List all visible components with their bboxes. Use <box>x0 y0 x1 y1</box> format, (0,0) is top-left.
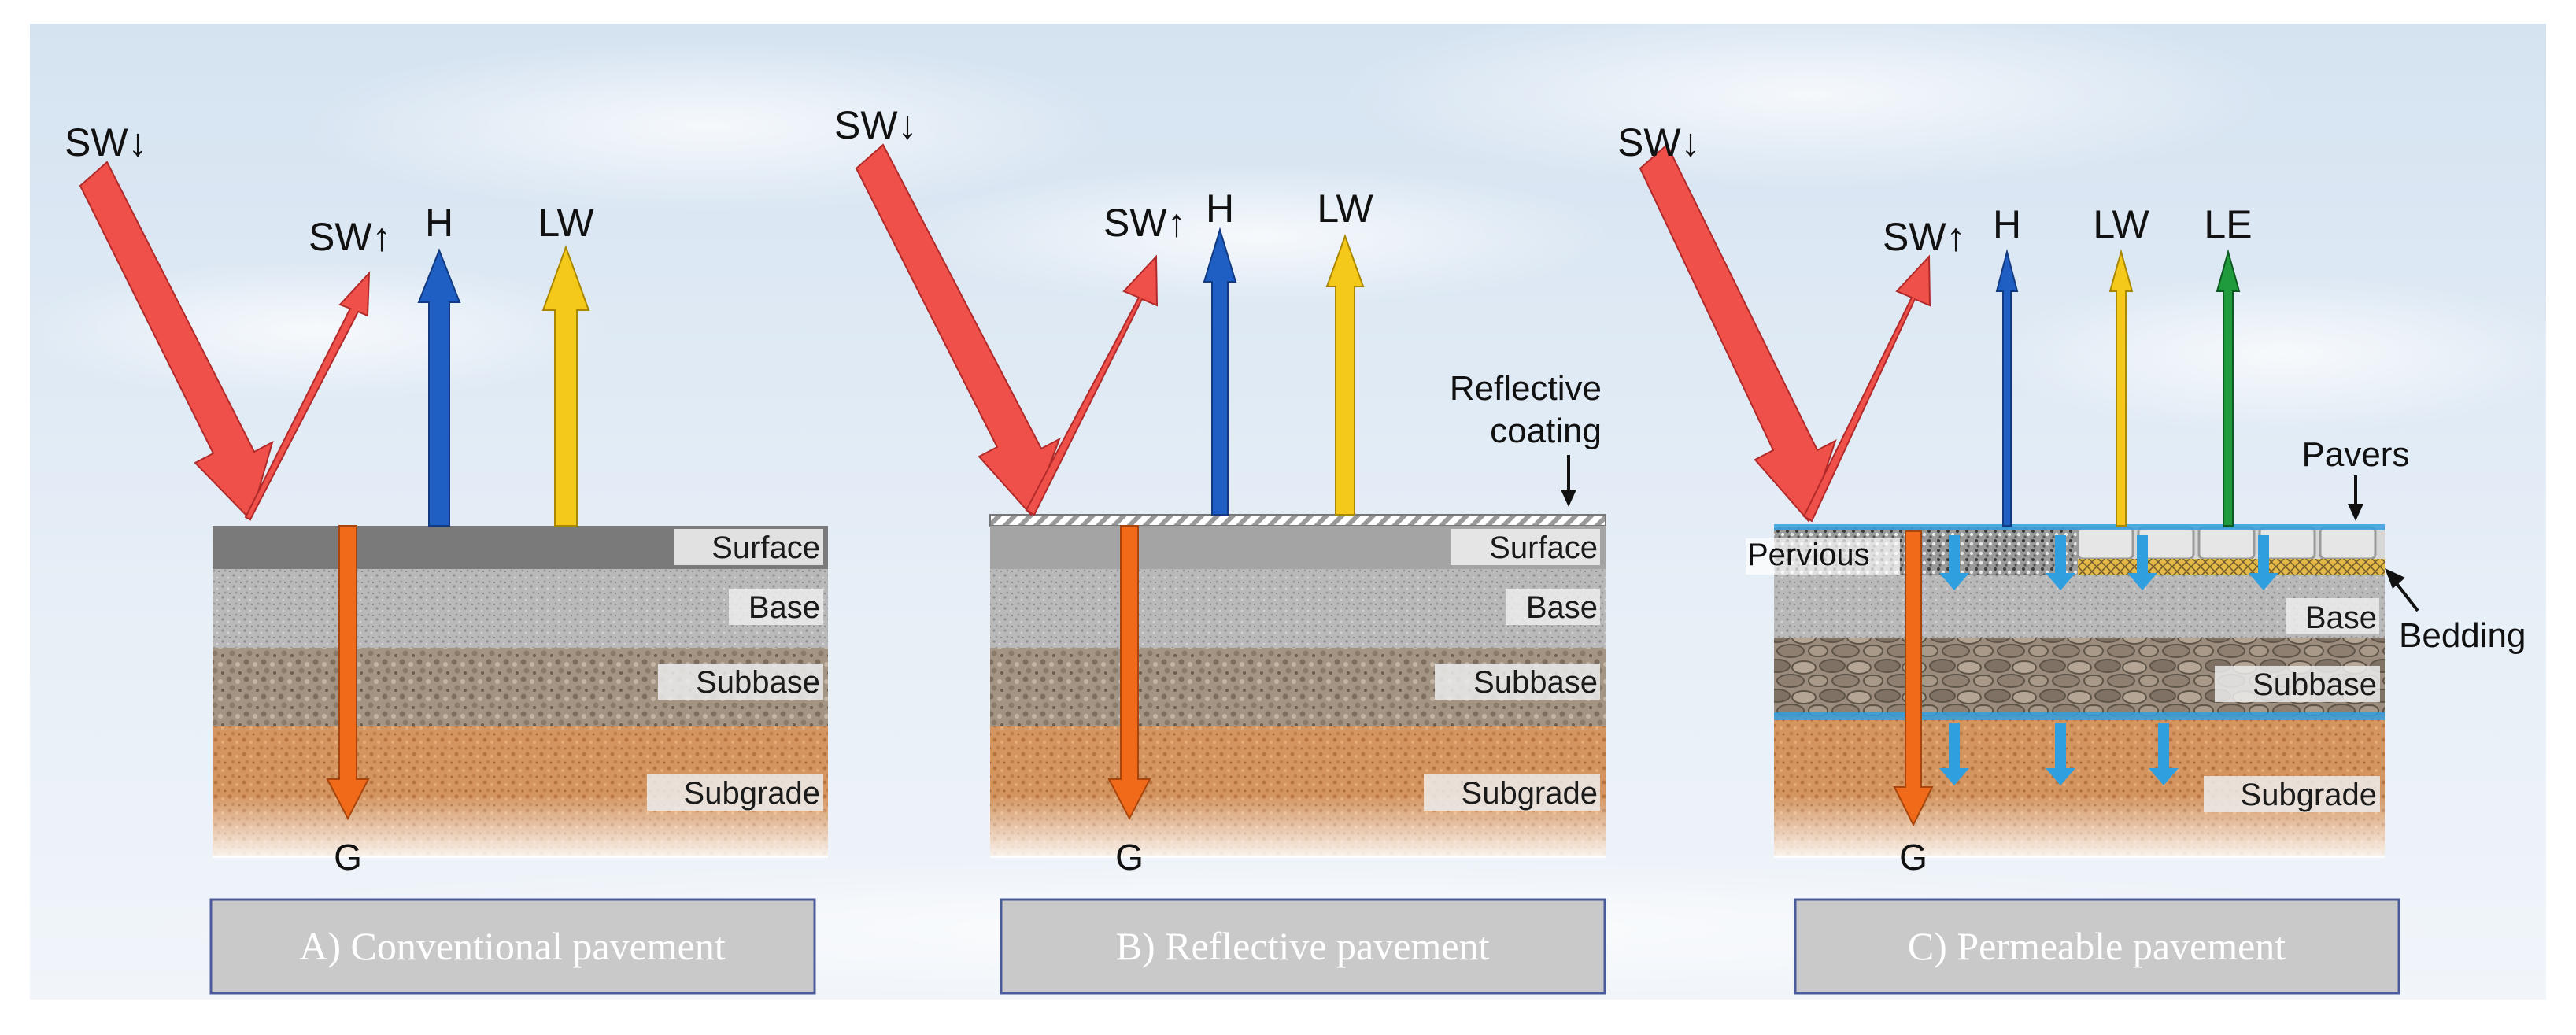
pointer-arrow-head <box>1561 490 1576 507</box>
infiltration-arrow <box>2127 535 2157 590</box>
lw-arrow <box>2108 249 2134 527</box>
pervious-label: Pervious <box>1747 538 1870 572</box>
h-arrow <box>1995 249 2019 527</box>
sw-down-arrow <box>79 161 274 521</box>
reflective-coating-label: coating <box>1490 412 1602 450</box>
layer-label: Surface <box>711 530 820 565</box>
layer-label: Subgrade <box>1462 776 1598 811</box>
layer-label: Base <box>748 590 820 625</box>
pavers-label: Pavers <box>2302 435 2410 474</box>
h-label: H <box>1206 187 1234 231</box>
panel-caption: A) Conventional pavement <box>299 924 726 968</box>
pointer-arrow <box>2394 581 2419 612</box>
sw-up-arrow <box>1802 254 1931 523</box>
sw-up-label: SW↑ <box>1103 201 1187 245</box>
pavers-layer <box>2076 526 2385 560</box>
le-arrow <box>2216 249 2241 527</box>
sw-up-label: SW↑ <box>1883 215 1966 259</box>
caption-box <box>1000 898 1606 995</box>
pointer-arrow-head <box>2348 504 2363 521</box>
infiltration-arrows <box>1939 535 2278 785</box>
infiltration-arrow <box>2046 535 2075 590</box>
panel-a: Surface Base Subbase Subgrade SW↓ SW↑ H … <box>65 120 828 995</box>
layer-label: Subbase <box>2253 667 2377 702</box>
layer-label: Base <box>1526 590 1598 625</box>
lw-arrow <box>1325 234 1365 516</box>
h-label: H <box>425 201 453 245</box>
g-label: G <box>1899 837 1927 878</box>
g-arrow <box>1893 530 1934 827</box>
layer-label: Surface <box>1489 530 1598 565</box>
pointer-arrow-head <box>2385 568 2405 589</box>
infiltration-arrow <box>2046 723 2075 785</box>
layer-label: Base <box>2305 601 2377 635</box>
lw-label: LW <box>538 201 594 245</box>
g-arrow <box>1107 525 1151 821</box>
sw-up-label: SW↑ <box>309 215 392 259</box>
panel-b: Surface Base Subbase Subgrade SW↓ SW↑ H … <box>834 103 1606 995</box>
infiltration-arrow <box>1939 535 1969 590</box>
base-layer <box>1774 575 2385 638</box>
h-arrow <box>417 248 461 527</box>
reflective-coating-layer <box>989 514 1606 527</box>
layer-label: Subbase <box>1473 665 1598 700</box>
reflective-coating-label: Reflective <box>1450 369 1602 408</box>
panel-caption: B) Reflective pavement <box>1116 924 1490 968</box>
bedding-layer <box>2078 559 2385 575</box>
g-arrow <box>326 525 370 821</box>
g-label: G <box>1115 837 1144 878</box>
bedding-label: Bedding <box>2399 616 2526 655</box>
lw-label: LW <box>2093 202 2149 246</box>
sw-down-label: SW↓ <box>1617 120 1701 164</box>
h-arrow <box>1203 227 1237 516</box>
water-surface-line <box>1774 524 2385 530</box>
sw-down-label: SW↓ <box>834 103 918 147</box>
h-label: H <box>1993 202 2021 246</box>
infiltration-arrow <box>2249 535 2278 590</box>
sw-up-arrow <box>244 271 371 521</box>
panel-caption: C) Permeable pavement <box>1908 924 2286 968</box>
sw-up-arrow <box>1025 254 1159 516</box>
panel-c: Base Subbase Subgrade Pervious SW↓ SW↑ H… <box>1617 120 2526 995</box>
caption-box <box>209 898 816 995</box>
sw-down-label: SW↓ <box>65 120 148 164</box>
caption-box <box>1794 898 2400 995</box>
layer-label: Subbase <box>696 665 820 700</box>
base-layer <box>990 569 1606 648</box>
layer-label: Subgrade <box>2241 778 2377 812</box>
lw-arrow <box>541 245 590 527</box>
g-label: G <box>334 837 362 878</box>
lw-label: LW <box>1317 187 1373 231</box>
water-subbase-line <box>1774 712 2385 720</box>
infiltration-arrow <box>1939 723 1969 785</box>
base-layer <box>213 569 828 648</box>
infiltration-arrow <box>2149 723 2179 785</box>
layer-label: Subgrade <box>684 776 820 811</box>
le-label: LE <box>2204 202 2252 246</box>
